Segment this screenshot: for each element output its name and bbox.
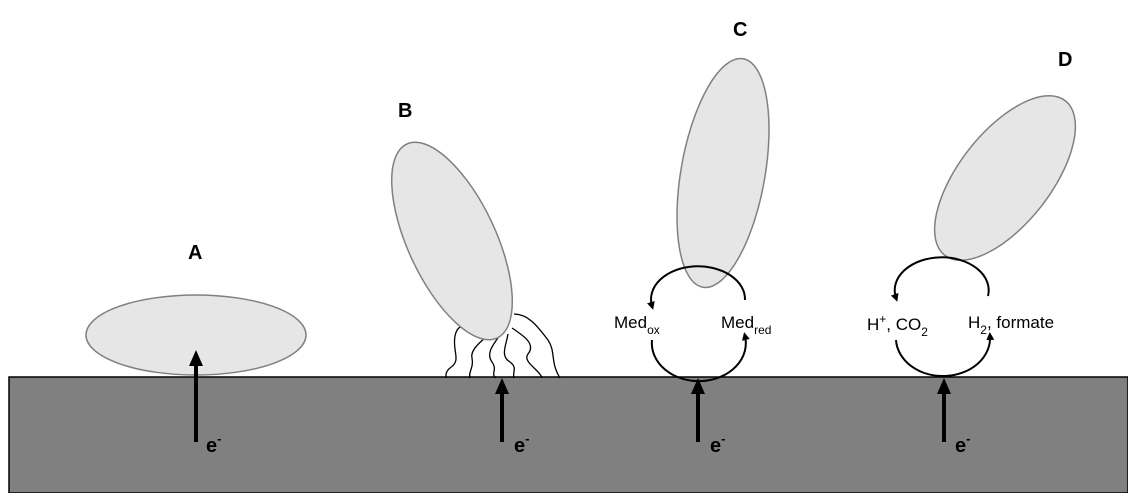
cycle-arrow-bottom-d	[896, 336, 990, 376]
cycle-arrow-bottom-c	[652, 336, 746, 381]
cell-d	[908, 72, 1101, 283]
cell-b	[367, 125, 537, 356]
cell-c	[661, 51, 784, 294]
panel-c-label: C	[733, 19, 747, 41]
species-medred: Medred	[721, 313, 771, 337]
species-h2-formate: H2, formate	[968, 313, 1054, 337]
panel-d-label: D	[1058, 49, 1072, 71]
cycle-arrow-top-d	[895, 257, 989, 298]
panel-a-label: A	[188, 242, 202, 264]
species-medox: Medox	[614, 313, 660, 337]
species-protons-co2: H+, CO2	[867, 312, 928, 339]
panel-b-label: B	[398, 100, 412, 122]
